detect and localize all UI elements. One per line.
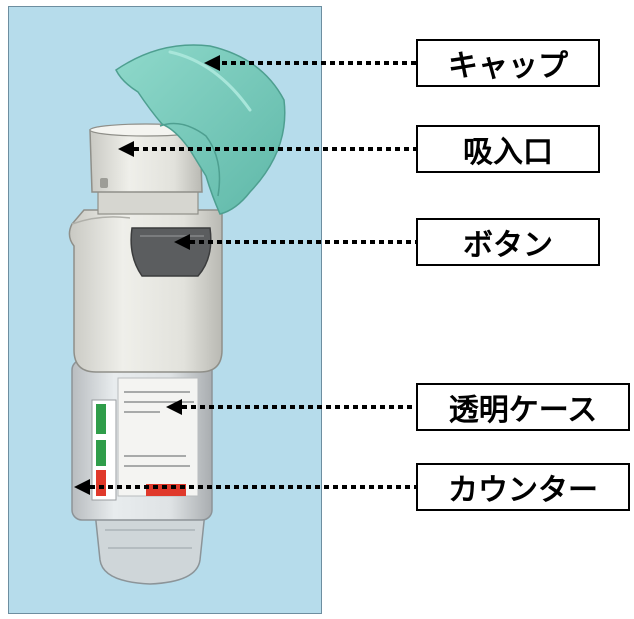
case-label-text-lines — [124, 391, 194, 467]
label-mouthpiece: 吸入口 — [416, 125, 600, 173]
label-button: ボタン — [416, 218, 600, 266]
label-cap: キャップ — [416, 39, 600, 87]
inhaler-cap — [115, 44, 286, 215]
label-counter: カウンター — [416, 463, 630, 511]
dose-button — [130, 227, 212, 277]
label-transparent-case: 透明ケース — [416, 383, 630, 431]
inhaler-base — [94, 511, 206, 585]
